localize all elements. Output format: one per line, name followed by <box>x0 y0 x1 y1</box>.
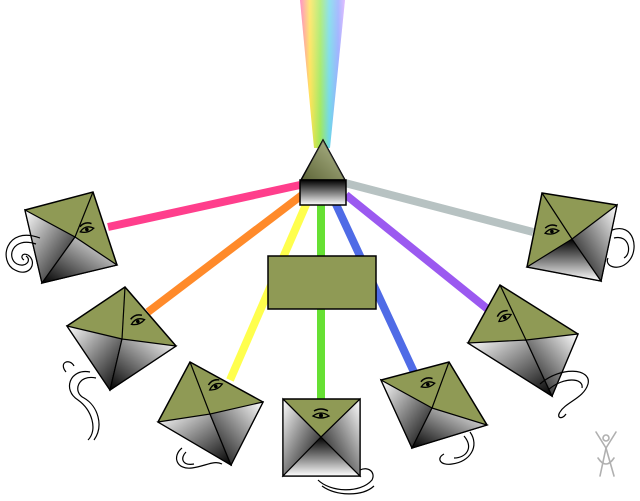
central-block <box>267 255 377 310</box>
pyramid-2 <box>65 286 178 392</box>
ray-blue <box>330 198 424 387</box>
pyramid-6 <box>466 283 579 398</box>
eye-of-horus-icon <box>420 377 436 389</box>
serpent-icon <box>439 431 475 465</box>
pyramid-4 <box>281 397 362 478</box>
ray-orange <box>145 191 305 316</box>
pyramid-3 <box>156 360 265 467</box>
ray-pink <box>107 181 301 231</box>
serpent-icon <box>175 447 223 469</box>
serpent-icon <box>606 228 635 268</box>
pyramid-5 <box>379 361 490 450</box>
eye-of-horus-icon <box>311 408 331 419</box>
eye-of-horus-icon <box>207 379 224 391</box>
ray-gray <box>343 179 535 236</box>
light-beam <box>300 0 345 148</box>
pyramid-7 <box>525 192 618 283</box>
serpent-icon <box>62 361 100 441</box>
eye-of-horus-icon <box>130 314 146 326</box>
eye-of-horus-icon <box>79 222 95 234</box>
pyramid-1 <box>24 191 119 285</box>
prism <box>299 138 347 206</box>
serpent-icon <box>539 370 589 419</box>
eye-of-horus-icon <box>544 224 561 235</box>
serpent-icon <box>5 234 41 273</box>
ray-violet <box>343 191 498 319</box>
figure-logo-icon <box>595 431 617 477</box>
eye-of-horus-icon <box>496 309 513 323</box>
serpent-icon <box>317 468 375 495</box>
